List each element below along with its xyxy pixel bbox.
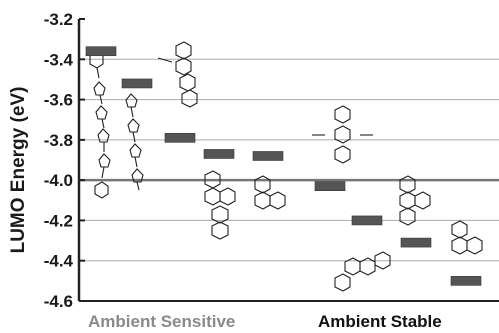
y-tick-label: -3.8 [44, 131, 73, 150]
y-tick-label: -4.0 [44, 171, 73, 190]
y-tick-label: -4.6 [44, 292, 73, 311]
lumo-marker [164, 133, 196, 143]
lumo-marker [252, 151, 284, 161]
lumo-marker [400, 237, 432, 248]
cyano-perylene-diimide-structure [399, 175, 431, 226]
gridlines [79, 58, 499, 262]
lumo-markers [85, 46, 482, 286]
molecule-structures [89, 41, 483, 292]
y-tick-label: -3.2 [44, 10, 73, 29]
lumo-marker [450, 276, 482, 286]
lumo-marker [85, 46, 117, 57]
y-axis-label: LUMO Energy (eV) [8, 87, 29, 254]
y-tick-label: -3.4 [44, 50, 74, 69]
lumo-marker [121, 78, 153, 89]
dicyano-fluorene-structure [334, 251, 391, 292]
category-ambient-sensitive: Ambient Sensitive [88, 312, 236, 331]
y-tick-label: -3.6 [44, 91, 73, 110]
perylene-diimide-structure [254, 175, 286, 210]
fluorene-structure [157, 41, 198, 108]
lumo-marker [203, 149, 235, 159]
dicyano-diimide-structure [312, 105, 373, 164]
y-tick-label: -4.2 [44, 211, 73, 230]
category-ambient-stable: Ambient Stable [318, 312, 442, 331]
thiophene-chain-2 [125, 93, 144, 191]
y-tick-label: -4.4 [44, 252, 74, 271]
cyano-naphthalene-diimide-structure [451, 220, 483, 255]
oligothiophene-structure [89, 51, 111, 199]
lumo-marker [351, 215, 383, 226]
lumo-marker [314, 181, 346, 191]
naphthalene-diimide-structure [204, 170, 236, 240]
y-axis: -3.2 -3.4 -3.6 -3.8 -4.0 -4.2 -4.4 -4.6 [44, 10, 499, 311]
